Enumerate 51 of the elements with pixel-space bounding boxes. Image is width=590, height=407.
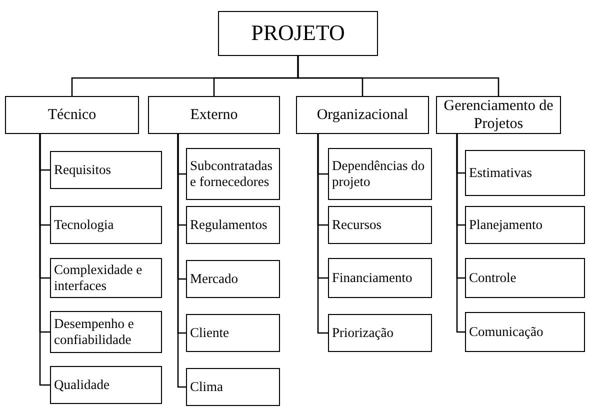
box-label: Mercado <box>190 270 238 288</box>
connector-line <box>177 134 186 388</box>
box-label: Priorização <box>332 324 394 342</box>
box-label: Comunicação <box>469 324 544 340</box>
item-box <box>50 366 162 404</box>
box-label: Estimativas <box>469 164 532 182</box>
box-label: Externo <box>190 106 238 124</box>
item-box <box>186 148 280 200</box>
box-label: Requisitos <box>54 162 112 178</box>
item-box <box>50 206 162 244</box>
box-label: Qualidade <box>54 376 110 394</box>
box-label: Planejamento <box>469 216 542 234</box>
box-label: Organizacional <box>316 106 408 124</box>
item-box <box>465 258 585 298</box>
item-box <box>328 148 432 200</box>
box-label: Regulamentos <box>190 216 268 234</box>
item-box <box>186 260 280 298</box>
category-box <box>436 96 561 134</box>
category-box <box>296 96 429 134</box>
box-label: Recursos <box>332 216 382 234</box>
item-box <box>50 151 162 189</box>
box-label: Cliente <box>190 324 229 342</box>
item-box <box>186 206 280 244</box>
item-box <box>465 206 585 244</box>
box-label: Tecnologia <box>54 216 114 234</box>
item-box <box>186 314 280 352</box>
box-label: Controle <box>469 270 516 286</box>
box-label: Desempenho e confiabilidade <box>54 316 135 348</box>
root-box <box>218 11 378 56</box>
item-box <box>186 368 280 406</box>
box-label: Financiamento <box>332 270 412 286</box>
category-box <box>5 96 139 134</box>
connector-line <box>39 134 50 386</box>
box-label: Gerenciamento de Projetos <box>442 97 554 133</box>
box-label: Subcontratadas e fornecedores <box>190 158 274 190</box>
item-box <box>328 314 432 352</box>
item-box <box>50 258 162 298</box>
connector-line <box>297 56 500 96</box>
item-box <box>465 312 585 352</box>
connector-line <box>317 134 328 334</box>
box-label: Clima <box>190 378 223 396</box>
box-label: Complexidade e interfaces <box>54 262 144 294</box>
item-box <box>328 258 432 298</box>
box-label: PROJETO <box>251 20 345 47</box>
connector-line <box>456 134 465 333</box>
item-box <box>50 311 162 353</box>
item-box <box>465 150 585 196</box>
box-label: Dependências do projeto <box>332 158 426 190</box>
item-box <box>328 206 432 244</box>
category-box <box>148 96 280 134</box>
box-label: Técnico <box>48 106 96 124</box>
